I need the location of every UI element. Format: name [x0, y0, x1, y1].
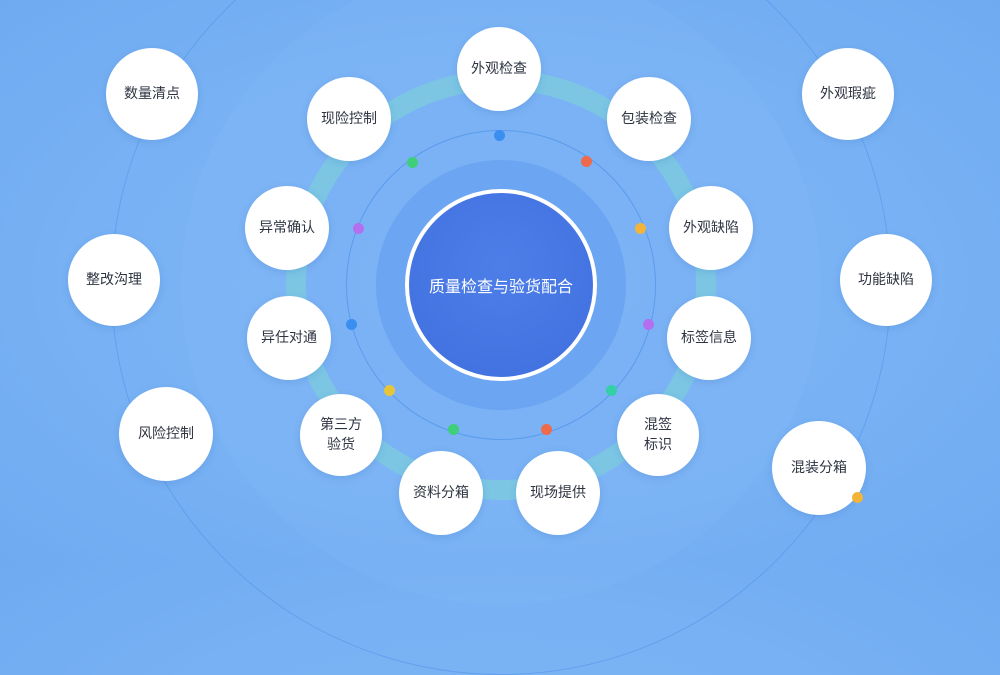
- orbit-dot: [345, 318, 357, 330]
- node-label: 现险控制: [321, 111, 377, 127]
- outer-node: 功能缺陷: [840, 234, 932, 326]
- node-label: 外观瑕疵: [820, 86, 876, 102]
- node-label: 标签信息: [681, 330, 737, 346]
- node-label: 混装分箱: [791, 460, 847, 476]
- inner-node: 现险控制: [307, 77, 391, 161]
- node-label: 外观缺陷: [683, 220, 739, 236]
- center-node: 质量检查与验货配合: [405, 189, 597, 381]
- node-label: 现场提供: [530, 485, 586, 501]
- orbit-dot: [634, 222, 646, 234]
- orbit-dot: [642, 318, 654, 330]
- outer-node: 数量清点: [106, 48, 198, 140]
- node-label: 功能缺陷: [858, 272, 914, 288]
- inner-node: 现场提供: [516, 451, 600, 535]
- node-label: 包装检查: [621, 111, 677, 127]
- node-label: 数量清点: [124, 86, 180, 102]
- node-label: 风险控制: [138, 426, 194, 442]
- inner-node: 第三方 验货: [300, 394, 382, 476]
- inner-node: 混签 标识: [617, 394, 699, 476]
- node-label: 混签 标识: [644, 417, 672, 453]
- outer-node: 风险控制: [119, 387, 213, 481]
- inner-node: 标签信息: [667, 296, 751, 380]
- orbit-dot: [406, 156, 418, 168]
- orbit-dot: [447, 423, 459, 435]
- orbit-dot: [493, 129, 505, 141]
- outer-node: 外观瑕疵: [802, 48, 894, 140]
- inner-node: 异常确认: [245, 186, 329, 270]
- outer-node: 混装分箱: [772, 421, 866, 515]
- orbit-dot: [580, 155, 592, 167]
- orbit-dot: [851, 491, 863, 503]
- outer-node: 整改沟理: [68, 234, 160, 326]
- orbit-dot: [605, 384, 617, 396]
- node-label: 外观检查: [471, 61, 527, 77]
- orbit-dot: [352, 222, 364, 234]
- node-label: 资料分箱: [413, 485, 469, 501]
- inner-node: 异任对通: [247, 296, 331, 380]
- orbit-dot: [383, 384, 395, 396]
- node-label: 整改沟理: [86, 272, 142, 288]
- node-label: 第三方 验货: [320, 417, 362, 453]
- node-label: 异任对通: [261, 330, 317, 346]
- node-label: 异常确认: [259, 220, 315, 236]
- inner-node: 外观缺陷: [669, 186, 753, 270]
- inner-node: 包装检查: [607, 77, 691, 161]
- inner-node: 外观检查: [457, 27, 541, 111]
- orbit-dot: [540, 423, 552, 435]
- center-label: 质量检查与验货配合: [428, 277, 573, 296]
- inner-node: 资料分箱: [399, 451, 483, 535]
